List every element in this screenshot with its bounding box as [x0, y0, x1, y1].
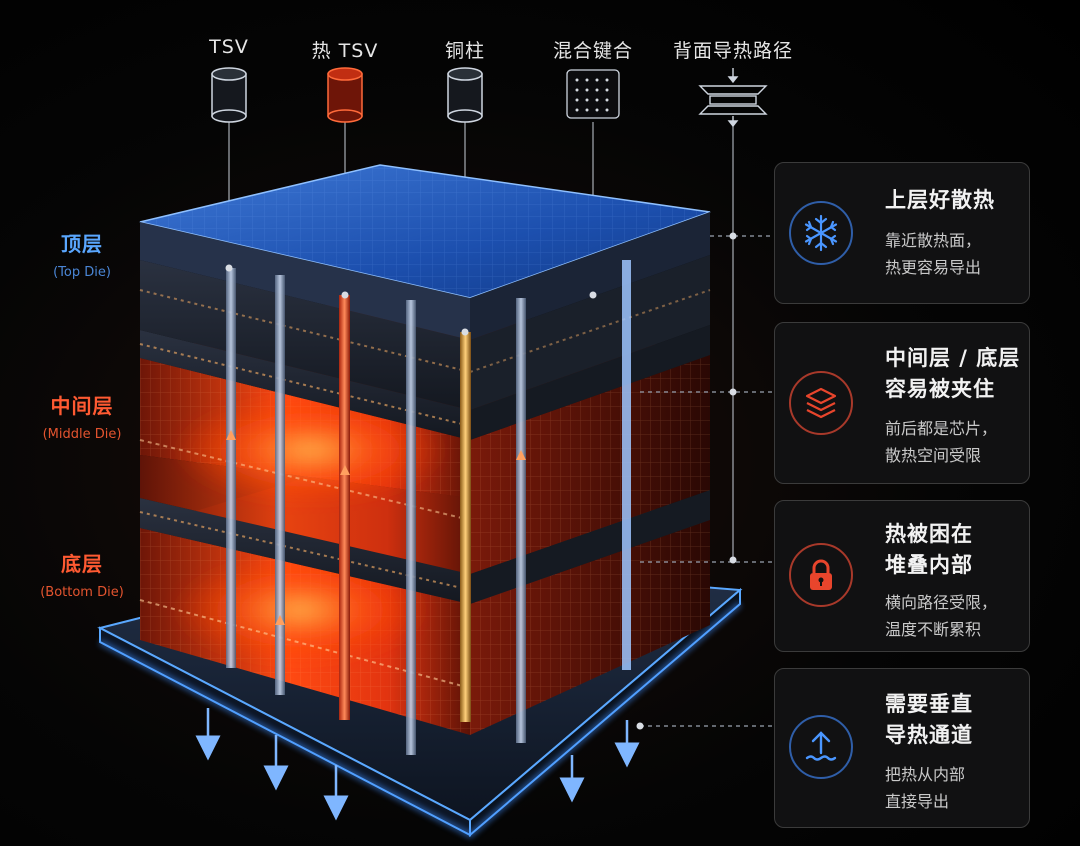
- backside-path-rod: [622, 260, 631, 670]
- layer-sub: (Middle Die): [42, 427, 122, 442]
- copper-pillar-cylinder-icon: [447, 67, 483, 123]
- layer-name: 顶层: [61, 232, 103, 256]
- card-title: 中间层 / 底层 容易被夹住: [885, 346, 1021, 401]
- card-desc: 靠近散热面， 热更容易导出: [885, 231, 982, 277]
- thermal-tsv-rod: [339, 295, 350, 720]
- backside-heat-path-icon: [698, 68, 768, 128]
- tsv-rod: [406, 300, 416, 755]
- legend-label-thermal-tsv: 热 TSV: [311, 40, 379, 62]
- tsv-rod: [226, 268, 236, 668]
- legend-label-backside-path: 背面导热路径: [672, 40, 793, 62]
- legend-label-copper-pillar: 铜柱: [444, 40, 485, 62]
- card-connectors: [640, 235, 772, 727]
- lock-icon: [789, 543, 853, 607]
- card-title: 上层好散热: [885, 188, 995, 212]
- info-card-middle-bottom-squeezed: 中间层 / 底层 容易被夹住 前后都是芯片， 散热空间受限: [774, 322, 1030, 484]
- tsv-rod: [516, 298, 526, 743]
- red-cylinder-icon: [327, 67, 363, 123]
- layer-name: 底层: [61, 552, 103, 576]
- bond-layer-upper: [139, 325, 710, 440]
- card-desc: 把热从内部 直接导出: [885, 765, 966, 811]
- legend-label-tsv: TSV: [209, 36, 249, 58]
- info-card-vertical-channel: 需要垂直 导热通道 把热从内部 直接导出: [774, 668, 1030, 828]
- dark-cylinder-icon: [211, 67, 247, 123]
- layer-label-top: 顶层 (Top Die): [12, 228, 152, 280]
- vertical-vias: [226, 260, 631, 755]
- down-arrows: [195, 708, 640, 821]
- stacked-layers-icon: [789, 371, 853, 435]
- card-desc: 前后都是芯片， 散热空间受限: [885, 419, 998, 465]
- legend-label-hybrid-bonding: 混合键合: [552, 40, 633, 62]
- info-card-top-cooling: 上层好散热 靠近散热面， 热更容易导出: [774, 162, 1030, 304]
- bond-grid-icon: [566, 69, 620, 119]
- layer-name: 中间层: [50, 394, 114, 418]
- card-title: 热被困在 堆叠内部: [885, 522, 973, 577]
- card-title: 需要垂直 导热通道: [885, 692, 973, 747]
- info-card-heat-trapped: 热被困在 堆叠内部 横向路径受限， 温度不断累积: [774, 500, 1030, 652]
- layer-sub: (Top Die): [53, 265, 111, 280]
- layer-sub: (Bottom Die): [40, 585, 124, 600]
- tsv-rod: [275, 275, 285, 695]
- card-desc: 横向路径受限， 温度不断累积: [885, 593, 998, 639]
- layer-label-bottom: 底层 (Bottom Die): [12, 548, 152, 600]
- layer-label-middle: 中间层 (Middle Die): [12, 390, 152, 442]
- top-die: [139, 164, 711, 410]
- connector-dots: [225, 232, 737, 730]
- snowflake-icon: [789, 201, 853, 265]
- up-arrow-heat-icon: [789, 715, 853, 779]
- copper-pillar-rod: [460, 332, 471, 722]
